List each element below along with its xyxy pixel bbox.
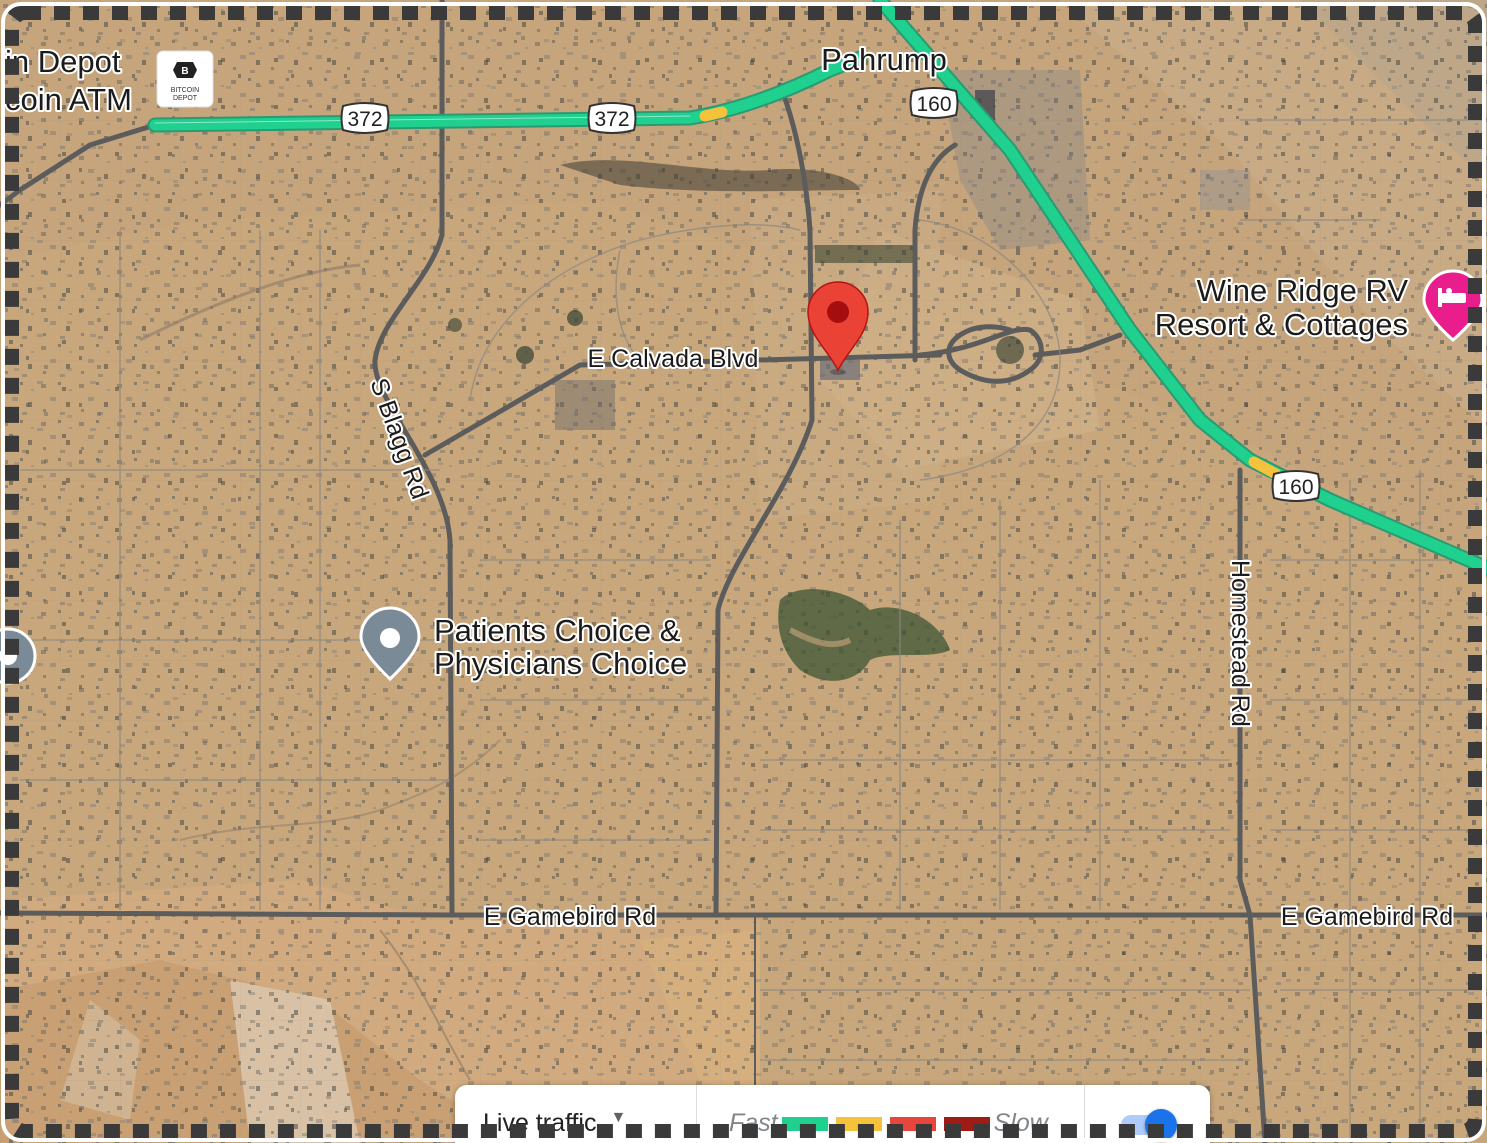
legend-slow-label: Slow: [993, 1109, 1048, 1137]
legend-fast-label: Fast: [729, 1109, 778, 1137]
road-label-gamebird-west: E Gamebird Rd: [484, 903, 656, 931]
svg-text:DEPOT: DEPOT: [173, 95, 198, 102]
legend-swatch-slow: [889, 1117, 936, 1131]
svg-text:160: 160: [916, 93, 951, 116]
place-label-patients-line2[interactable]: Physicians Choice: [432, 644, 689, 683]
toggle-knob[interactable]: [1145, 1109, 1177, 1141]
live-traffic-dropdown[interactable]: Live traffic ▼: [455, 1085, 697, 1143]
place-label-bitcoin-line1[interactable]: in Depot: [3, 42, 123, 81]
legend-swatch-medium: [835, 1117, 882, 1131]
svg-text:BITCOIN: BITCOIN: [171, 87, 199, 94]
place-label-wine-ridge-line2[interactable]: Resort & Cottages: [1153, 305, 1410, 344]
svg-text:372: 372: [594, 108, 629, 131]
svg-text:B: B: [181, 66, 188, 77]
legend-swatch-stopped: [943, 1117, 990, 1131]
place-label-wine-ridge-line1[interactable]: Wine Ridge RV: [1195, 271, 1411, 310]
live-traffic-panel: Live traffic ▼ Fast Slow: [455, 1085, 1210, 1143]
road-label-homestead: Homestead Rd: [1226, 560, 1254, 727]
shield-160-south: 160: [1271, 470, 1321, 502]
road-label-gamebird-east: E Gamebird Rd: [1281, 903, 1453, 931]
shield-160-north: 160: [909, 87, 959, 119]
legend-swatch-fast: [781, 1117, 828, 1131]
live-traffic-label: Live traffic: [483, 1109, 597, 1137]
svg-text:372: 372: [347, 108, 382, 131]
bitcoin-depot-logo[interactable]: B BITCOIN DEPOT: [156, 50, 214, 108]
road-label-calvada: E Calvada Blvd: [588, 345, 759, 373]
shield-372-east: 372: [587, 102, 637, 134]
traffic-legend: Fast Slow: [697, 1085, 1085, 1143]
shield-372-west: 372: [340, 102, 390, 134]
chevron-down-icon: ▼: [610, 1109, 627, 1126]
toggle-track[interactable]: [1121, 1109, 1177, 1141]
town-label-pahrump[interactable]: Pahrump: [819, 40, 949, 79]
svg-text:160: 160: [1278, 476, 1313, 499]
place-label-patients-line1[interactable]: Patients Choice &: [432, 611, 683, 650]
traffic-toggle[interactable]: [1085, 1085, 1209, 1143]
place-label-bitcoin-line2[interactable]: coin ATM: [3, 80, 134, 119]
